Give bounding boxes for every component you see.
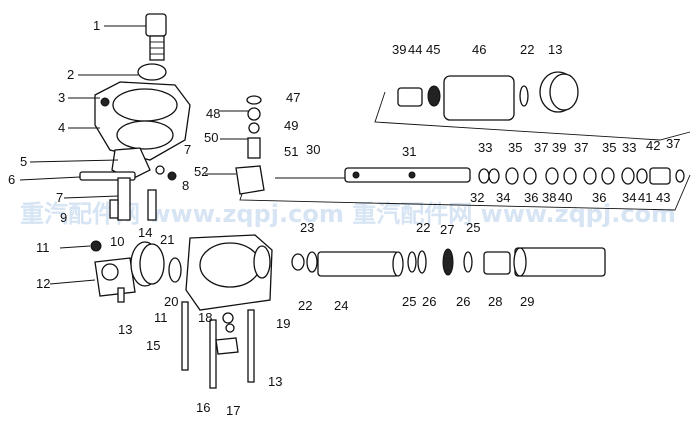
callout-32: 32 (470, 190, 484, 205)
callout-43: 43 (656, 190, 670, 205)
part-10-13-end-cap (90, 240, 136, 303)
callout-12: 12 (36, 276, 50, 291)
callout-1: 1 (93, 18, 100, 33)
part-1-fitting (145, 13, 167, 61)
callout-27: 27 (440, 222, 454, 237)
callout-41: 41 (638, 190, 652, 205)
callout-46: 46 (472, 42, 486, 57)
upper-inset-frame (374, 91, 691, 141)
callout-26b: 26 (456, 294, 470, 309)
part-28-sleeve (483, 251, 511, 275)
callout-8: 8 (182, 178, 189, 193)
callout-23: 23 (300, 220, 314, 235)
callout-48: 48 (206, 106, 220, 121)
callout-47: 47 (286, 90, 300, 105)
callout-11b: 11 (154, 310, 168, 325)
callout-35a: 35 (508, 140, 522, 155)
part-14-20-seals (130, 241, 182, 287)
callout-6: 6 (8, 172, 15, 187)
callout-34a: 34 (496, 190, 510, 205)
callout-3: 3 (58, 90, 65, 105)
part-29-piston (513, 247, 606, 277)
callout-50: 50 (204, 130, 218, 145)
callout-11a: 11 (36, 240, 50, 255)
callout-37c: 37 (666, 136, 680, 151)
callout-37a: 37 (534, 140, 548, 155)
callout-18: 18 (198, 310, 212, 325)
part-30-31-rod (275, 167, 471, 183)
part-3-4-valve-body (94, 81, 191, 161)
part-22-24-shaft (291, 251, 404, 277)
callout-13b: 13 (268, 374, 282, 389)
callout-28: 28 (488, 294, 502, 309)
callout-44: 44 (408, 42, 422, 57)
callout-45: 45 (426, 42, 440, 57)
callout-36b: 36 (592, 190, 606, 205)
part-21-housing (185, 234, 273, 311)
callout-37b: 37 (574, 140, 588, 155)
callout-36a: 36 (524, 190, 538, 205)
callout-22a: 22 (298, 298, 312, 313)
callout-52: 52 (194, 164, 208, 179)
part-15-19-bolts (181, 301, 255, 389)
callout-7b: 7 (56, 190, 63, 205)
callout-20: 20 (164, 294, 178, 309)
part-25-27-rings (407, 248, 473, 276)
callout-2: 2 (67, 67, 74, 82)
callout-21: 21 (160, 232, 174, 247)
part-39-46-cylinder (397, 71, 579, 121)
callout-49: 49 (284, 118, 298, 133)
callout-51: 51 (284, 144, 298, 159)
part-5-9-arm-assembly (79, 147, 177, 221)
callout-39a: 39 (392, 42, 406, 57)
callout-13c: 13 (548, 42, 562, 57)
callout-33a: 33 (478, 140, 492, 155)
callout-24: 24 (334, 298, 348, 313)
callout-29: 29 (520, 294, 534, 309)
callout-labels: 1 2 3 4 5 6 7 7 8 9 10 11 11 12 13 13 14… (8, 18, 680, 418)
callout-5: 5 (20, 154, 27, 169)
callout-26a: 26 (422, 294, 436, 309)
callout-4: 4 (58, 120, 65, 135)
part-32-43-stack (478, 167, 685, 185)
callout-25a: 25 (402, 294, 416, 309)
part-47-52-fittings (235, 95, 265, 195)
callout-16: 16 (196, 400, 210, 415)
leader-lines (19, 25, 248, 285)
part-2-collar (137, 63, 167, 81)
callout-40: 40 (558, 190, 572, 205)
callout-13a: 13 (118, 322, 132, 337)
callout-22c: 22 (520, 42, 534, 57)
callout-9: 9 (60, 210, 67, 225)
callout-7a: 7 (184, 142, 191, 157)
callout-14: 14 (138, 225, 152, 240)
callout-10: 10 (110, 234, 124, 249)
callout-25b: 25 (466, 220, 480, 235)
callout-17: 17 (226, 403, 240, 418)
callout-34b: 34 (622, 190, 636, 205)
callout-39b: 39 (552, 140, 566, 155)
callout-19: 19 (276, 316, 290, 331)
callout-15: 15 (146, 338, 160, 353)
callout-35b: 35 (602, 140, 616, 155)
callout-30: 30 (306, 142, 320, 157)
callout-42: 42 (646, 138, 660, 153)
callout-31: 31 (402, 144, 416, 159)
callout-38: 38 (542, 190, 556, 205)
callout-22b: 22 (416, 220, 430, 235)
callout-33b: 33 (622, 140, 636, 155)
